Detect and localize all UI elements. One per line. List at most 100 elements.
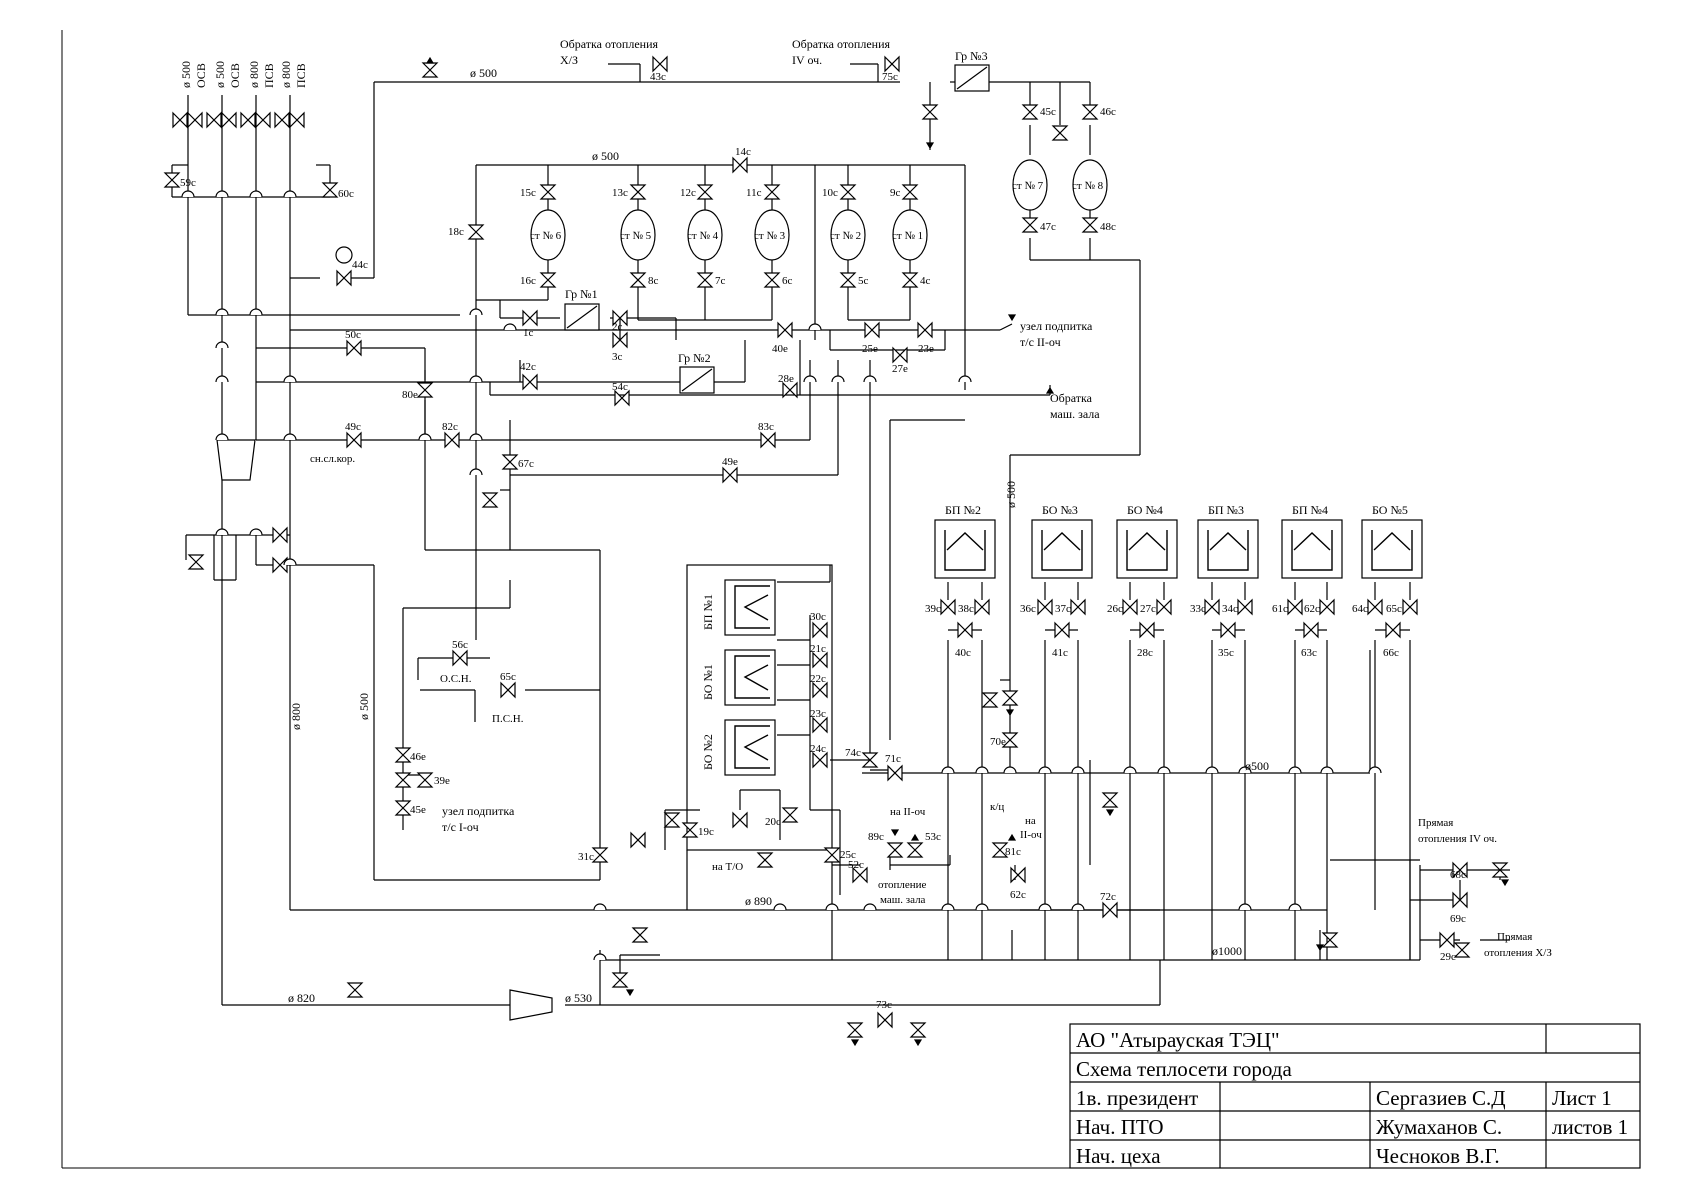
pipe-crossing-icon — [975, 766, 989, 774]
valve-label-v64c: 64с — [1352, 603, 1368, 615]
valve-icon — [732, 156, 748, 174]
name-zhumakhanov: Жумаханов С. — [1376, 1115, 1502, 1139]
valve-icon — [812, 716, 828, 734]
valve-label-v40e: 40е — [772, 343, 788, 355]
heater-bo1-label: БО №1 — [701, 664, 715, 700]
valve-label-v11c: 11с — [746, 187, 762, 199]
valve-icon — [846, 1022, 864, 1038]
pipe-d500-mid: ø 500 — [592, 149, 619, 163]
pipe-crossing-icon — [181, 190, 195, 198]
equipment — [216, 64, 1423, 1021]
valve-icon — [444, 431, 460, 449]
valve-icon — [901, 272, 919, 288]
valve-label-v75c: 75с — [882, 71, 898, 83]
valve-icon — [591, 847, 609, 863]
valve-label-v26c: 26с — [1107, 603, 1123, 615]
pipe-crossing-icon — [249, 308, 263, 316]
valve-icon — [909, 1022, 927, 1038]
valve-icon — [501, 454, 519, 470]
note-pr-xz-2: отопления Х/З — [1484, 947, 1552, 959]
valve-icon — [864, 321, 880, 339]
note-pr-xz-1: Прямая — [1497, 931, 1532, 943]
note-na-to: на Т/О — [712, 861, 743, 873]
note-otop-1: отопление — [878, 879, 927, 891]
note-na-ii2-2: II-оч — [1020, 829, 1042, 841]
pipe-d500-bottom: ø500 — [1245, 759, 1269, 773]
pipe-crossing-icon — [283, 433, 297, 441]
valve-label-v14c: 14с — [735, 146, 751, 158]
valve-icon — [1303, 621, 1319, 639]
heater-bo1 — [724, 649, 776, 706]
valve-icon — [861, 752, 879, 768]
valve-icon — [394, 800, 412, 816]
pipe-crossing-icon — [863, 375, 877, 383]
pipe-crossing-icon — [503, 323, 517, 331]
valve-label-v71c: 71с — [885, 753, 901, 765]
pipe-crossing-icon — [803, 375, 817, 383]
valve-icon — [240, 111, 256, 129]
arrow-icon — [1007, 833, 1017, 841]
valve-icon — [1319, 598, 1335, 616]
valve-icon — [852, 866, 868, 884]
valve-icon — [781, 807, 799, 823]
sheet-count: листов 1 — [1552, 1115, 1628, 1139]
valve-icon — [652, 55, 668, 73]
valve-icon — [187, 111, 203, 129]
pipe-d500-left: ø 500 — [357, 693, 371, 720]
valve-label-v27c: 27с — [1140, 603, 1156, 615]
group-3-label: Гр №3 — [955, 49, 988, 63]
title-block: АО "Атырауская ТЭЦ" Схема теплосети горо… — [1069, 1023, 1641, 1169]
station-7-label: ст № 7 — [1012, 180, 1044, 192]
pipe-crossing-icon — [1123, 766, 1137, 774]
note-obr-mash-2: маш. зала — [1050, 407, 1100, 421]
valve-label-v56c: 56с — [452, 639, 468, 651]
pipe-crossing-icon — [958, 375, 972, 383]
valve-icon — [1001, 690, 1019, 706]
valve-label-v19c: 19с — [698, 826, 714, 838]
valve-label-v80e: 80е — [402, 389, 418, 401]
station-2-icon — [830, 209, 866, 261]
valve-icon — [272, 526, 288, 544]
valve-icon — [187, 554, 205, 570]
valve-label-v62cb: 62с — [1304, 603, 1320, 615]
valve-icon — [1385, 621, 1401, 639]
valve-label-v89c: 89с — [868, 831, 884, 843]
note-sn-sl: сн.сл.кор. — [310, 453, 355, 465]
valve-label-v40c: 40с — [955, 647, 971, 659]
valve-icon — [522, 373, 538, 391]
labels: ø 500 ø 500 ø 500 ø 500 ø 800 ø500 ø 820… — [179, 37, 1552, 1005]
arrow-icon — [1005, 709, 1015, 717]
valve-icon — [839, 272, 857, 288]
note-uzel-i-1: узел подпитка — [442, 804, 515, 818]
station-7-icon — [1012, 159, 1048, 211]
pipe-crossing-icon — [1288, 903, 1302, 911]
valve-icon — [321, 182, 339, 198]
valve-icon — [812, 751, 828, 769]
valve-icon — [346, 982, 364, 998]
name-sergaziev: Сергазиев С.Д — [1376, 1086, 1506, 1110]
station-6-icon — [530, 209, 566, 261]
valve-label-v28e: 28е — [778, 373, 794, 385]
valve-icon — [763, 184, 781, 200]
valve-label-v66c: 66с — [1383, 647, 1399, 659]
valve-icon — [1081, 104, 1099, 120]
valve-label-v62c: 62с — [1010, 889, 1026, 901]
name-chesnokov: Чесноков В.Г. — [1376, 1144, 1500, 1168]
valve-icon — [629, 272, 647, 288]
valve-label-v36c: 36с — [1020, 603, 1036, 615]
flow-arrows — [425, 56, 1510, 1047]
note-pr-iv-2: отопления IV оч. — [1418, 833, 1497, 845]
pipe-d820: ø 820 — [288, 991, 315, 1005]
note-uzel-ii-2: т/с II-оч — [1020, 335, 1061, 349]
note-kc: к/ц — [990, 801, 1004, 813]
valve-icon — [663, 812, 681, 828]
valve-icon — [782, 381, 798, 399]
valve-label-v38c: 38с — [958, 603, 974, 615]
valve-label-v2c: 2с — [612, 321, 623, 333]
valve-icon — [394, 747, 412, 763]
station-2-label: ст № 2 — [830, 230, 861, 242]
valve-label-v50c: 50с — [345, 329, 361, 341]
pump-left-icon — [216, 439, 256, 481]
heater-bo2 — [724, 719, 776, 776]
pipe-crossing-icon — [1071, 903, 1085, 911]
